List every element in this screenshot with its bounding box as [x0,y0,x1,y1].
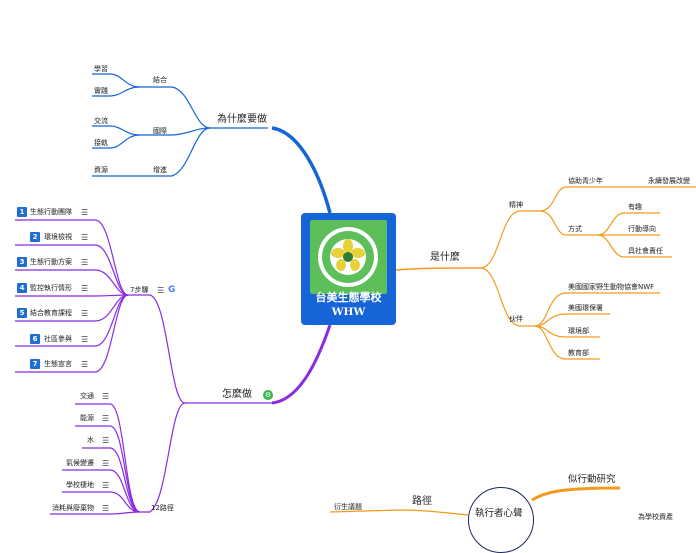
path-item[interactable]: 水 [87,436,94,444]
branch-why-label[interactable]: 為什麼要做 [217,114,267,125]
step-number: 1 [17,207,27,217]
center-title: 台美生態學校 [315,291,382,304]
why-item-practice[interactable]: 實踐 [94,87,108,95]
why-item-resources[interactable]: 資源 [94,166,108,174]
why-item-exchange[interactable]: 交流 [94,117,108,125]
menu-icon[interactable]: ☰ [102,481,110,490]
menu-icon[interactable]: ☰ [81,258,89,267]
path-item[interactable]: 交通 [80,392,94,400]
lower-subtree-lines [329,509,469,516]
what-spirit-label[interactable]: 精神 [509,201,523,209]
center-subtitle: WHW [331,306,366,318]
what-method-social[interactable]: 具社會責任 [628,247,663,255]
menu-icon[interactable]: ☰ [81,360,89,369]
partner-moenv[interactable]: 環境部 [568,327,589,335]
menu-icon[interactable]: ☰ [102,504,110,513]
step-number: 6 [30,334,40,344]
branch-what-label[interactable]: 是什麼 [430,252,460,263]
step-item[interactable]: 結合教育課程 [30,309,72,317]
branch-what-connector [395,267,481,271]
lower-issue-label[interactable]: 衍生議題 [334,503,362,511]
how-paths-label[interactable]: 12路徑 [151,504,174,512]
school-asset-label[interactable]: 為學校資產 [638,513,673,521]
path-item[interactable]: 消耗與廢棄物 [52,504,94,512]
why-subtree-lines [92,73,268,177]
google-icon: G [168,285,176,295]
voice-circle-node[interactable] [468,487,534,553]
branch-how-connector [271,324,332,405]
center-node[interactable]: 台美生態學校 WHW [301,213,396,325]
step-number: 2 [30,232,40,242]
menu-icon[interactable]: ☰ [81,233,89,242]
branch-how-label[interactable]: 怎麼做 [222,389,252,400]
step-number: 7 [30,359,40,369]
voice-circle-label[interactable]: 執行者心聲 [475,508,523,519]
what-method-action[interactable]: 行動導向 [628,225,656,233]
menu-icon[interactable]: ☰ [81,284,89,293]
menu-icon[interactable]: ☰ [102,414,110,423]
menu-icon[interactable]: ☰ [102,392,110,401]
what-method-label[interactable]: 方式 [568,225,582,233]
what-partners-label[interactable]: 伙伴 [509,315,523,323]
partner-nwf[interactable]: 美國國家野生動物協會NWF [568,283,655,291]
step-number: 3 [17,257,27,267]
mind-map-connectors [15,73,696,516]
how-subtree-lines [15,219,272,515]
step-number: 5 [17,308,27,318]
path-item[interactable]: 氣候變遷 [66,459,94,467]
action-research-label[interactable]: 似行動研究 [568,474,616,485]
how-badge-icon: ⚙ [263,390,273,400]
what-subtree-lines [479,186,696,360]
menu-icon[interactable]: ☰ [102,459,110,468]
action-research-connector [531,486,621,502]
menu-icon[interactable]: ☰ [81,335,89,344]
menu-icon[interactable]: ☰ [157,286,165,295]
what-method-fun[interactable]: 有趣 [628,203,642,211]
partner-moe[interactable]: 教育部 [568,349,589,357]
step-item[interactable]: 社區參與 [44,335,72,343]
partner-epa[interactable]: 美國環保署 [568,304,603,312]
menu-icon[interactable]: ☰ [102,436,110,445]
step-item[interactable]: 環境檢視 [44,233,72,241]
what-sustainable[interactable]: 永續發展改變 [648,177,690,185]
why-item-learn[interactable]: 學習 [94,65,108,73]
branch-why-connector [271,126,332,214]
step-number: 4 [17,283,27,293]
why-group-combine[interactable]: 結合 [153,76,167,84]
menu-icon[interactable]: ☰ [81,309,89,318]
step-item[interactable]: 生態宣言 [44,360,72,368]
why-group-enhance[interactable]: 增進 [153,166,167,174]
lower-path-label[interactable]: 路徑 [412,496,432,507]
step-item[interactable]: 監控執行情形 [30,284,72,292]
how-steps-label[interactable]: 7步驟 [130,286,149,294]
path-item[interactable]: 學校棲地 [66,481,94,489]
eco-schools-logo [310,220,387,294]
menu-icon[interactable]: ☰ [81,208,89,217]
step-item[interactable]: 生態行動團隊 [30,208,72,216]
why-item-connect[interactable]: 接軌 [94,139,108,147]
path-item[interactable]: 能源 [80,414,94,422]
why-group-international[interactable]: 國際 [153,127,167,135]
step-item[interactable]: 生態行動方案 [30,258,72,266]
what-help-youth[interactable]: 協助青少年 [568,177,603,185]
